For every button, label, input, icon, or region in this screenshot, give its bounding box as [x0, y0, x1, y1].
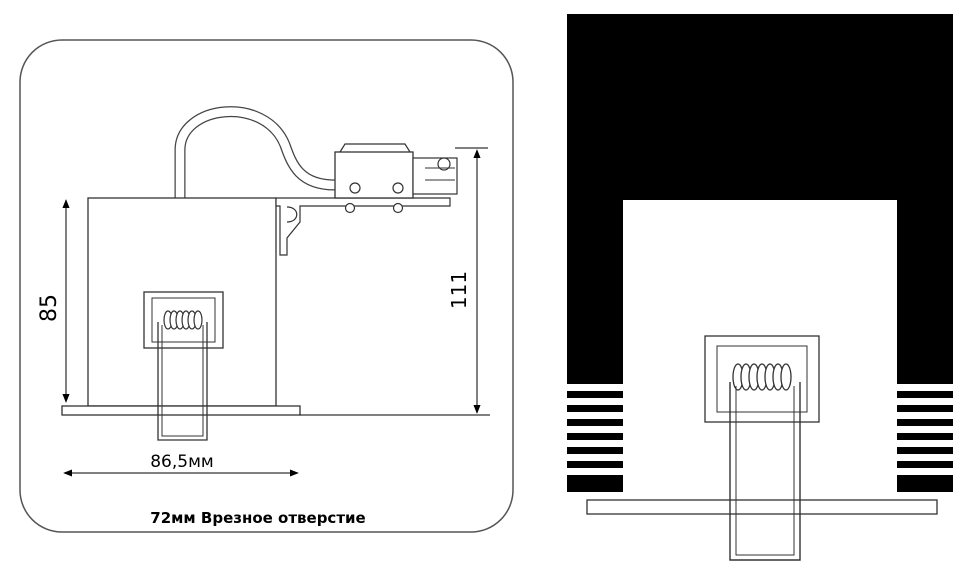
terminal-block-top: [339, 143, 411, 153]
dim-total-label: 111: [447, 271, 471, 309]
side-view-panel: 85 111 86,5мм 72мм Врезное отверстие: [19, 39, 514, 533]
ceiling-stripes-right: [897, 384, 953, 475]
terminal-foot-1: [344, 202, 356, 214]
installed-retaining-spring: [732, 363, 792, 391]
cutout-caption: 72мм Врезное отверстие: [150, 509, 365, 527]
terminal-screw-2: [392, 182, 404, 194]
bracket: [275, 197, 451, 256]
spring-clip-inner: [161, 325, 204, 437]
terminal-clamp-lines: [425, 167, 455, 181]
dim-height-label: 85: [37, 294, 62, 322]
dim-width-label: 86,5мм: [150, 452, 214, 472]
installed-view-panel: [567, 14, 953, 561]
installed-spring-clip-inner: [735, 386, 795, 556]
installed-spring-clip: [729, 382, 801, 561]
terminal-screw-1: [349, 182, 361, 194]
terminal-foot-2: [392, 202, 404, 214]
spring-clip: [157, 322, 208, 441]
trim-flange: [61, 405, 301, 416]
installed-flange: [586, 499, 938, 515]
lamp-window-inner: [151, 297, 216, 343]
bracket-clip: [286, 206, 298, 223]
terminal-clamp-knob: [437, 157, 451, 171]
retaining-spring: [163, 310, 203, 330]
cable-inner: [175, 107, 340, 203]
installed-lamp-window-inner: [716, 345, 808, 413]
ceiling-stripes-left: [567, 384, 623, 475]
